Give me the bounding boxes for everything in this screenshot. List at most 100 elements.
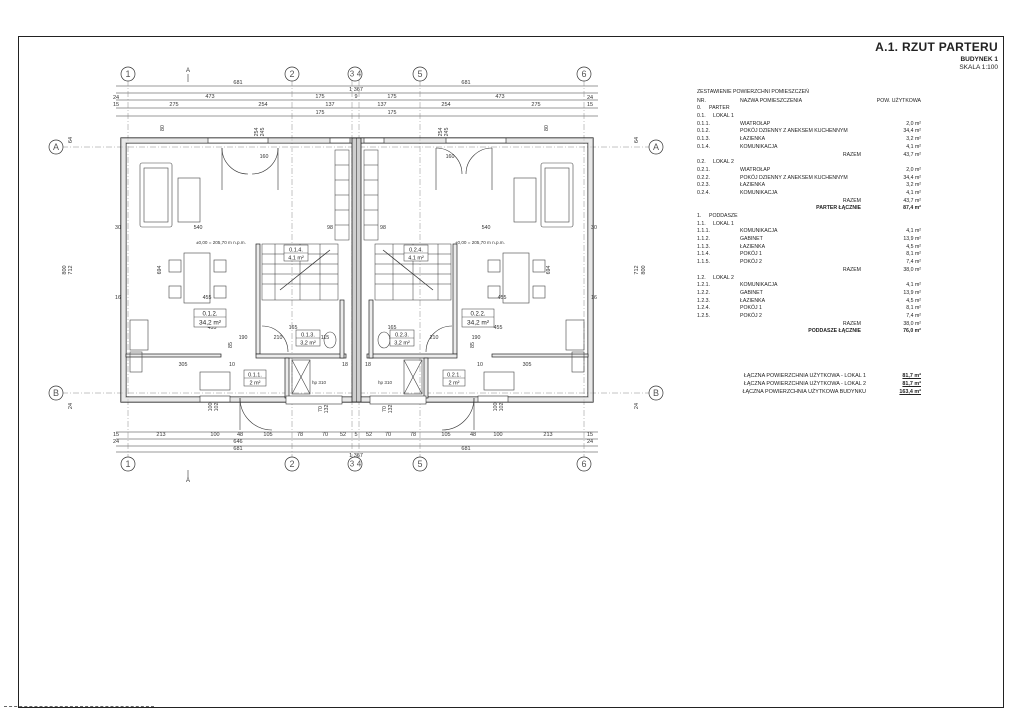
top-dimension-lines xyxy=(116,85,598,117)
dimension-text: 10 xyxy=(229,362,235,368)
axis-label: A xyxy=(653,142,659,152)
dimension-text: 105 xyxy=(441,432,450,438)
dimension-text: 175 xyxy=(316,110,325,116)
dimension-text: 694 xyxy=(157,266,163,275)
level-marks: ±0,00 = 205,70 m n.p.m. ±0,00 = 205,70 m… xyxy=(196,240,505,385)
row-number: 1.1.5. xyxy=(697,259,710,266)
title-block: A.1. RZUT PARTERU BUDYNEK 1 SKALA 1:100 xyxy=(875,40,998,71)
row-name: PARTER ŁĄCZNIE xyxy=(816,205,861,212)
dimension-text: 100 xyxy=(493,432,502,438)
section-label: LOKAL 2 xyxy=(713,159,734,166)
dimension-text: 254 xyxy=(254,128,260,137)
dimension-text: 24 xyxy=(587,95,593,101)
room-id: 0.1.1. xyxy=(248,373,262,379)
row-area: 4,5 m² xyxy=(906,243,921,250)
table-row: 1.PODDASZE xyxy=(697,213,921,221)
row-area: 34,4 m² xyxy=(903,174,921,181)
dimension-text: 70 xyxy=(322,432,328,438)
dimension-text: 646 xyxy=(233,439,242,445)
dimension-text: 305 xyxy=(523,362,532,368)
total-label: ŁĄCZNA POWIERZCHNIA UŻYTKOWA - LOKAL 1 xyxy=(743,373,866,379)
room-id: 0.2.4. xyxy=(409,248,423,254)
table-row: 1.1. LOKAL 1 xyxy=(697,221,921,229)
row-name: RAZEM xyxy=(842,266,861,273)
row-name: ŁAZIENKA xyxy=(740,136,766,143)
dimension-texts-side: 64 712 800 24 712 800 64 24 xyxy=(62,137,647,409)
row-name: KOMUNIKACJA xyxy=(740,228,778,235)
dimension-text: 455 xyxy=(498,295,507,301)
axis-label: 6 xyxy=(581,69,586,79)
row-number: 1.2.4. xyxy=(697,305,710,312)
axis-label: A xyxy=(53,142,59,152)
axis-label: 3 xyxy=(350,460,355,469)
dimension-text: 48 xyxy=(470,432,476,438)
dimension-text: 24 xyxy=(113,95,119,101)
dimension-text: 473 xyxy=(205,94,214,100)
table-header-row: NR. NAZWA POMIESZCZENIA POW. UŻYTKOWA xyxy=(697,98,921,106)
table-row: 0.1. LOKAL 1 xyxy=(697,113,921,121)
row-number: 0.2.1. xyxy=(697,166,710,173)
axis-label: 6 xyxy=(581,459,586,469)
dimension-text: 85 xyxy=(228,342,234,348)
dimension-text: 175 xyxy=(315,94,324,100)
dimension-text: 681 xyxy=(461,80,470,86)
axis-label: 3 xyxy=(350,70,355,79)
row-name: WIATROŁAP xyxy=(740,166,771,173)
interior-walls-left xyxy=(125,243,347,399)
windows-top xyxy=(207,137,507,144)
row-name: WIATROŁAP xyxy=(740,120,771,127)
dimension-text: 132 xyxy=(388,405,394,414)
dimension-text: 1 367 xyxy=(349,87,363,93)
row-name: POKÓJ 1 xyxy=(740,251,762,258)
dimension-text: 694 xyxy=(546,266,552,275)
row-number: 0.2.4. xyxy=(697,189,710,196)
row-name: POKÓJ 2 xyxy=(740,312,762,319)
axis-label: 4 xyxy=(357,460,362,469)
dimension-text: 305 xyxy=(179,362,188,368)
bottom-dashed-mark xyxy=(4,706,154,707)
dimension-text: 540 xyxy=(194,225,203,231)
dimension-text: 24 xyxy=(587,439,593,445)
dimension-text: 137 xyxy=(325,102,334,108)
row-number: 1.2.2. xyxy=(697,289,710,296)
row-number: 1.2.5. xyxy=(697,312,710,319)
level-mark: ±0,00 = 205,70 m n.p.m. xyxy=(455,240,505,245)
total-value: 163,4 m² xyxy=(899,389,921,395)
dimension-text: 48 xyxy=(237,432,243,438)
row-number: 0.1. xyxy=(697,113,706,120)
dimension-text: 64 xyxy=(68,137,74,143)
dimension-text: 254 xyxy=(258,102,267,108)
window-mark: 160 xyxy=(260,154,269,160)
row-area: 3,2 m² xyxy=(906,136,921,143)
section-label: PARTER xyxy=(709,105,730,112)
dimension-text: 64 xyxy=(634,137,640,143)
dimension-text: 100 xyxy=(493,403,499,412)
section-label: LOKAL 1 xyxy=(713,220,734,227)
section-label: LOKAL 1 xyxy=(713,113,734,120)
dimension-text: 100 xyxy=(208,403,214,412)
dimension-text: 15 xyxy=(587,102,593,108)
room-id: 0.2.2. xyxy=(470,312,485,318)
furniture-right xyxy=(483,162,585,391)
room-id: 0.2.1. xyxy=(447,373,461,379)
row-number: 0.2. xyxy=(697,159,706,166)
furniture-left xyxy=(129,162,231,391)
section-label: PODDASZE xyxy=(709,213,738,219)
row-name: RAZEM xyxy=(842,197,861,204)
room-tag: 0.1.3. 3,2 m² xyxy=(295,329,321,347)
row-name: RAZEM xyxy=(842,320,861,327)
row-name: POKÓJ 1 xyxy=(740,305,762,312)
axis-label: 2 xyxy=(289,459,294,469)
row-number: 1.1. xyxy=(697,220,706,227)
